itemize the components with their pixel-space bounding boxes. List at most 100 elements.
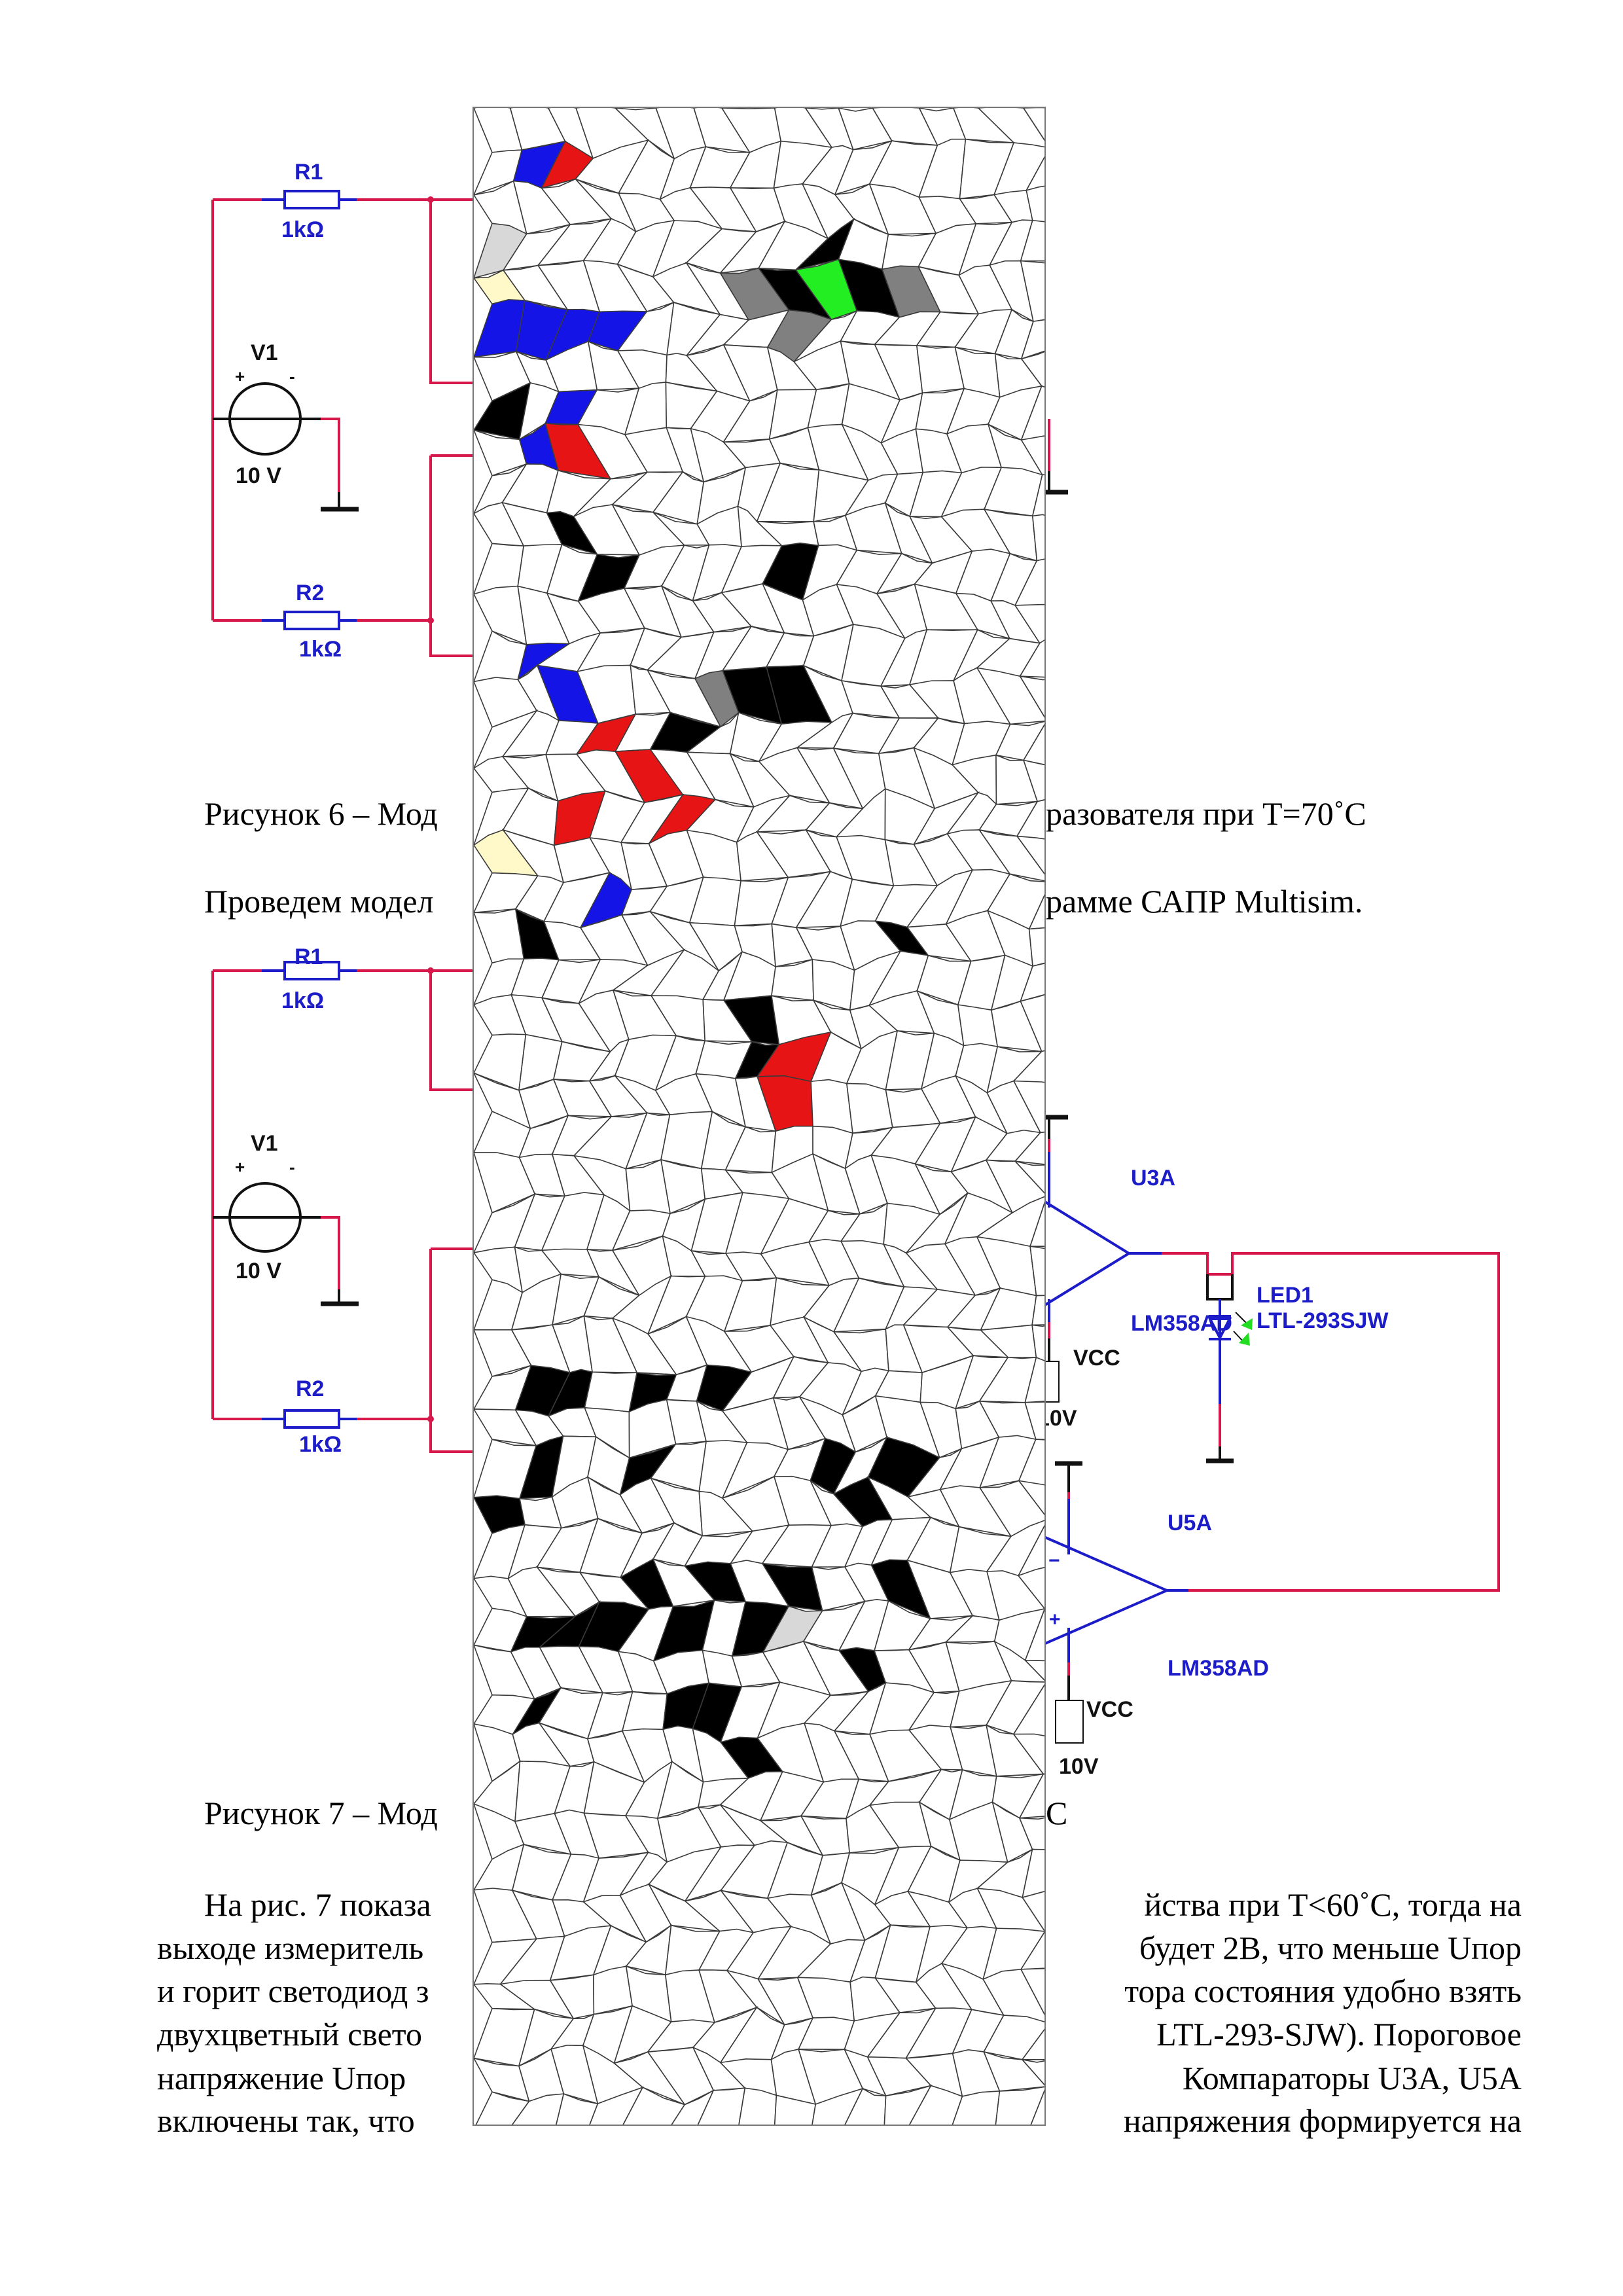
mosaic-cell [1018,1817,1044,1851]
mosaic-cell [1028,894,1044,930]
mosaic-cell [1020,219,1044,262]
mosaic-cell [1031,474,1044,518]
mosaic-cell [1022,759,1044,802]
mosaic-cell [1025,156,1044,192]
led-diode [1207,1318,1232,1341]
mosaic-cell [1012,1050,1044,1085]
mosaic-cell [1014,1132,1044,1165]
resistor-r2 [283,611,340,630]
r2-label: R2 [296,1376,325,1401]
mosaic-cell [1031,1324,1044,1363]
wire [321,1216,340,1289]
mosaic-cell [1020,1931,1044,1970]
wire [429,1249,473,1453]
v1-label: V1 [251,340,278,365]
mosaic-cell [1019,675,1044,718]
mosaic-cells [474,108,1044,2125]
v1-minus: - [289,1157,295,1177]
v1-value: 10 V [236,463,281,488]
paragraph-line-left: двухцветный свето [157,2016,422,2053]
mosaic-cell [1020,319,1044,360]
mosaic-cell [1012,1684,1044,1738]
mosaic-cell [1022,1848,1044,1899]
paragraph-line-left: выходе измеритель [157,1929,424,1966]
u5a-vcc-label: VCC [1086,1697,1133,1722]
wire [429,971,473,1091]
figure7-caption-left: Рисунок 7 – Мод [204,1795,438,1831]
mosaic-cell [1020,994,1044,1052]
v1-value: 10 V [236,1259,281,1283]
mosaic-cell [1022,108,1044,141]
mosaic-cell [1014,558,1044,606]
mosaic-cell [1022,1891,1044,1932]
r2-value: 1kΩ [299,637,342,662]
r2-value: 1kΩ [299,1432,342,1457]
v1-minus: - [289,367,295,386]
led-arrowhead-icon [1239,1333,1250,1346]
led-bar [1209,1315,1231,1340]
mosaic-cell [1020,385,1044,441]
paragraph-line-left: и горит светодиод з [157,1973,429,2009]
mosaic-cell [1020,351,1044,388]
mosaic-cell [1021,2028,1044,2060]
intro-line-right: рамме САПР Multisim. [1046,883,1363,920]
wire [429,200,473,384]
mosaic-cell [1014,603,1044,644]
mosaic-cell [1024,1608,1044,1662]
mosaic-cell [1019,639,1044,678]
paragraph-line-right: тора состояния удобно взять [1124,1973,1522,2009]
led-arrowhead-icon [1241,1318,1253,1330]
u3a-model: LM358AD [1131,1311,1232,1336]
mosaic-cell [1020,260,1044,323]
opamp-u5a [1043,1534,1171,1647]
mosaic-cell [1024,1356,1044,1403]
mosaic-cell [1016,799,1044,840]
mosaic-cell [1017,1567,1044,1609]
paragraph-line-right: будет 2В, что меньше Uпор [1139,1929,1522,1966]
figure6-caption-right: разователя при T=70˚C [1046,795,1366,832]
r1-value: 1kΩ [281,217,325,242]
wire [321,418,340,492]
mosaic-cell [1018,1439,1044,1488]
mosaic-cell [1022,723,1044,766]
figure7-caption-right: C [1046,1795,1068,1831]
mosaic-cell [810,1079,853,1134]
u5a-plus: + [1049,1609,1061,1630]
mosaic-cell [1016,835,1044,875]
mosaic-cell [1031,1295,1044,1326]
mosaic-cell [1029,1201,1044,1247]
mosaic-cell [1031,514,1044,562]
paragraph-line-right: йства при T<60˚C, тогда на [1144,1886,1522,1923]
mosaic-cell [1020,963,1044,1002]
mosaic-cell [1018,1773,1044,1819]
wire [1162,1252,1500,1592]
wire [429,456,473,657]
v1-plus: + [235,1157,245,1177]
v1-plus: + [235,367,245,386]
u3a-label: U3A [1131,1166,1176,1191]
paragraph-line-right: LTL-293-SJW). Пороговое [1156,2016,1522,2053]
mosaic-cell [1012,1733,1044,1775]
intro-line-left: Проведем модел [204,883,434,920]
u3a-vcc-label: VCC [1073,1346,1120,1371]
u5a-vcc-value: 10V [1059,1754,1099,1779]
mosaic-cell [1026,185,1044,224]
r1-label: R1 [294,160,323,185]
mosaic-cell [584,1371,638,1412]
resistor-r2 [283,1409,340,1429]
r2-label: R2 [296,581,325,605]
paragraph-line-right: напряжения формируется на [1123,2102,1522,2139]
r1-label: R1 [294,944,323,969]
mosaic-cell [1013,1160,1044,1194]
mosaic-cell [1018,1480,1044,1516]
mosaic-cell [1024,1401,1044,1441]
paragraph-line-left: включены так, что [157,2102,415,2139]
paragraph-line-left: напряжение Uпор [157,2060,406,2096]
v1-label: V1 [251,1131,278,1156]
mosaic-cell [1028,927,1044,967]
figure6-caption-left: Рисунок 6 – Мод [204,795,438,832]
figure7-circuit [211,961,1500,1744]
u5a-label: U5A [1168,1511,1213,1535]
mosaic-cell [474,908,525,964]
